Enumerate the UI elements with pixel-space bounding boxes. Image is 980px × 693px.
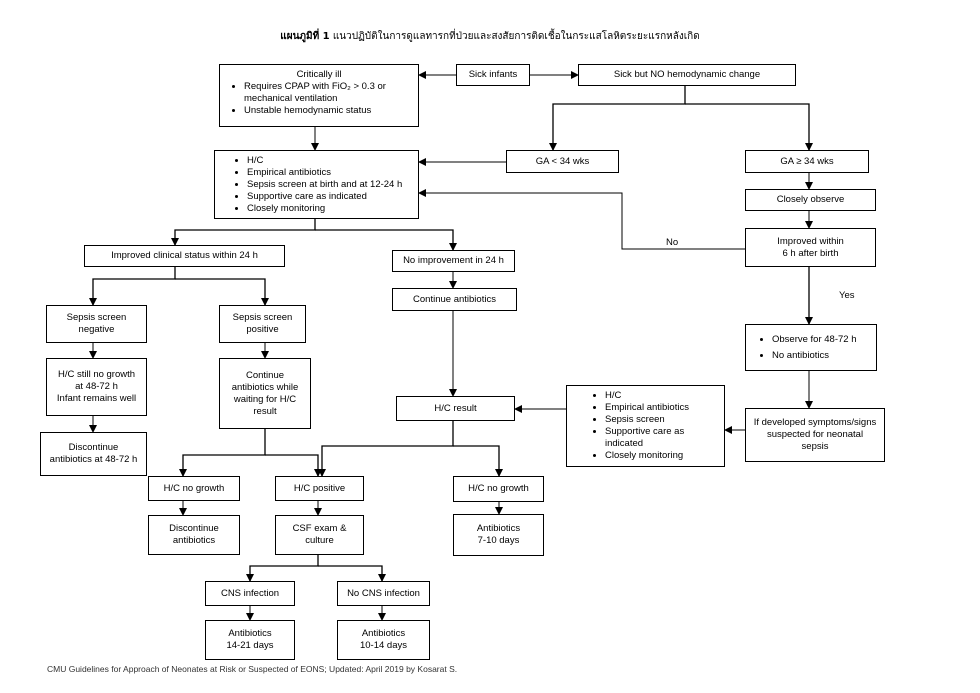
node-sepsis-screen-negative: Sepsis screen negative [46,305,147,343]
arrow-hcresult-to-nogrowth-r [453,445,503,477]
node-ga-less-34: GA < 34 wks [506,150,619,173]
node-sick-no-hemodynamic-change: Sick but NO hemodynamic change [578,64,796,86]
arrow-improved-to-negative [89,267,176,306]
node-hc-no-growth-48-72: H/C still no growth at 48-72 h Infant re… [46,358,147,416]
node-initial-workup: H/C Empirical antibiotics Sepsis screen … [214,150,419,219]
arrow-hcresult-to-hcpositive [318,421,454,477]
observe-item: Observe for 48-72 h [772,334,872,346]
node-developed-symptoms: If developed symptoms/signs suspected fo… [745,408,885,462]
node-no-improvement-24h: No improvement in 24 h [392,250,515,272]
node-repeat-workup: H/C Empirical antibiotics Sepsis screen … [566,385,725,467]
node-hc-no-growth-left: H/C no growth [148,476,240,501]
node-observe-48-72: Observe for 48-72 h No antibiotics [745,324,877,371]
arrow-csf-to-cns [246,555,319,582]
node-no-cns-infection: No CNS infection [337,581,430,606]
node-cns-infection: CNS infection [205,581,295,606]
node-antibiotics-10-14: Antibiotics 10-14 days [337,620,430,660]
chart-title-text: แนวปฏิบัติในการดูแลทารกที่ป่วยและสงสัยกา… [332,31,700,42]
critically-ill-item: Unstable hemodynamic status [244,105,414,117]
arrow-no-to-workup [418,189,745,250]
arrow-continuewait-to-nogrowth-l [179,429,266,477]
node-sepsis-screen-positive: Sepsis screen positive [219,305,306,343]
observe-item: No antibiotics [772,350,872,362]
node-closely-observe: Closely observe [745,189,876,211]
node-antibiotics-7-10: Antibiotics 7-10 days [453,514,544,556]
node-csf-exam: CSF exam & culture [275,515,364,555]
node-discontinue-antibiotics: Discontinue antibiotics [148,515,240,555]
arrow-csf-to-nocns [318,565,386,582]
node-improved-24h: Improved clinical status within 24 h [84,245,285,267]
workup2-item: Closely monitoring [605,450,720,462]
critically-ill-item: Requires CPAP with FiO₂ > 0.3 or mechani… [244,81,414,105]
workup-item: Sepsis screen at birth and at 12-24 h [247,179,414,191]
node-ga-ge-34: GA ≥ 34 wks [745,150,869,173]
arrow-improved-to-positive [175,278,269,306]
chart-title: แผนภูมิที่ 1 แนวปฏิบัติในการดูแลทารกที่ป… [0,29,980,44]
arrow-continuewait-to-hcpositive [265,454,322,477]
workup-item: Closely monitoring [247,203,414,215]
node-hc-positive: H/C positive [275,476,364,501]
node-sick-infants: Sick infants [456,64,530,86]
node-continue-antibiotics: Continue antibiotics [392,288,517,311]
footer-credit: CMU Guidelines for Approach of Neonates … [47,664,458,674]
workup2-item: H/C [605,390,720,402]
node-continue-antibiotics-waiting: Continue antibiotics while waiting for H… [219,358,311,429]
workup-item: H/C [247,155,414,167]
arrow-nohemo-to-ga-lt34 [549,86,686,151]
workup2-item: Empirical antibiotics [605,402,720,414]
arrow-workup-to-improved24 [171,219,316,246]
node-improved-6h: Improved within 6 h after birth [745,228,876,267]
critically-ill-title: Critically ill [296,69,342,80]
workup2-item: Sepsis screen [605,414,720,426]
workup2-item: Supportive care as indicated [605,426,720,450]
node-hc-result: H/C result [396,396,515,421]
workup-item: Supportive care as indicated [247,191,414,203]
node-critically-ill: Critically ill Requires CPAP with FiO₂ >… [219,64,419,127]
node-discontinue-48-72: Discontinue antibiotics at 48-72 h [40,432,147,476]
label-no: No [666,237,679,248]
arrow-nohemo-to-ga-ge34 [685,103,813,151]
label-yes: Yes [839,290,855,301]
workup-item: Empirical antibiotics [247,167,414,179]
arrow-workup-to-noimprove [315,229,457,251]
chart-title-prefix: แผนภูมิที่ 1 [280,31,330,42]
node-antibiotics-14-21: Antibiotics 14-21 days [205,620,295,660]
node-hc-no-growth-right: H/C no growth [453,476,544,502]
